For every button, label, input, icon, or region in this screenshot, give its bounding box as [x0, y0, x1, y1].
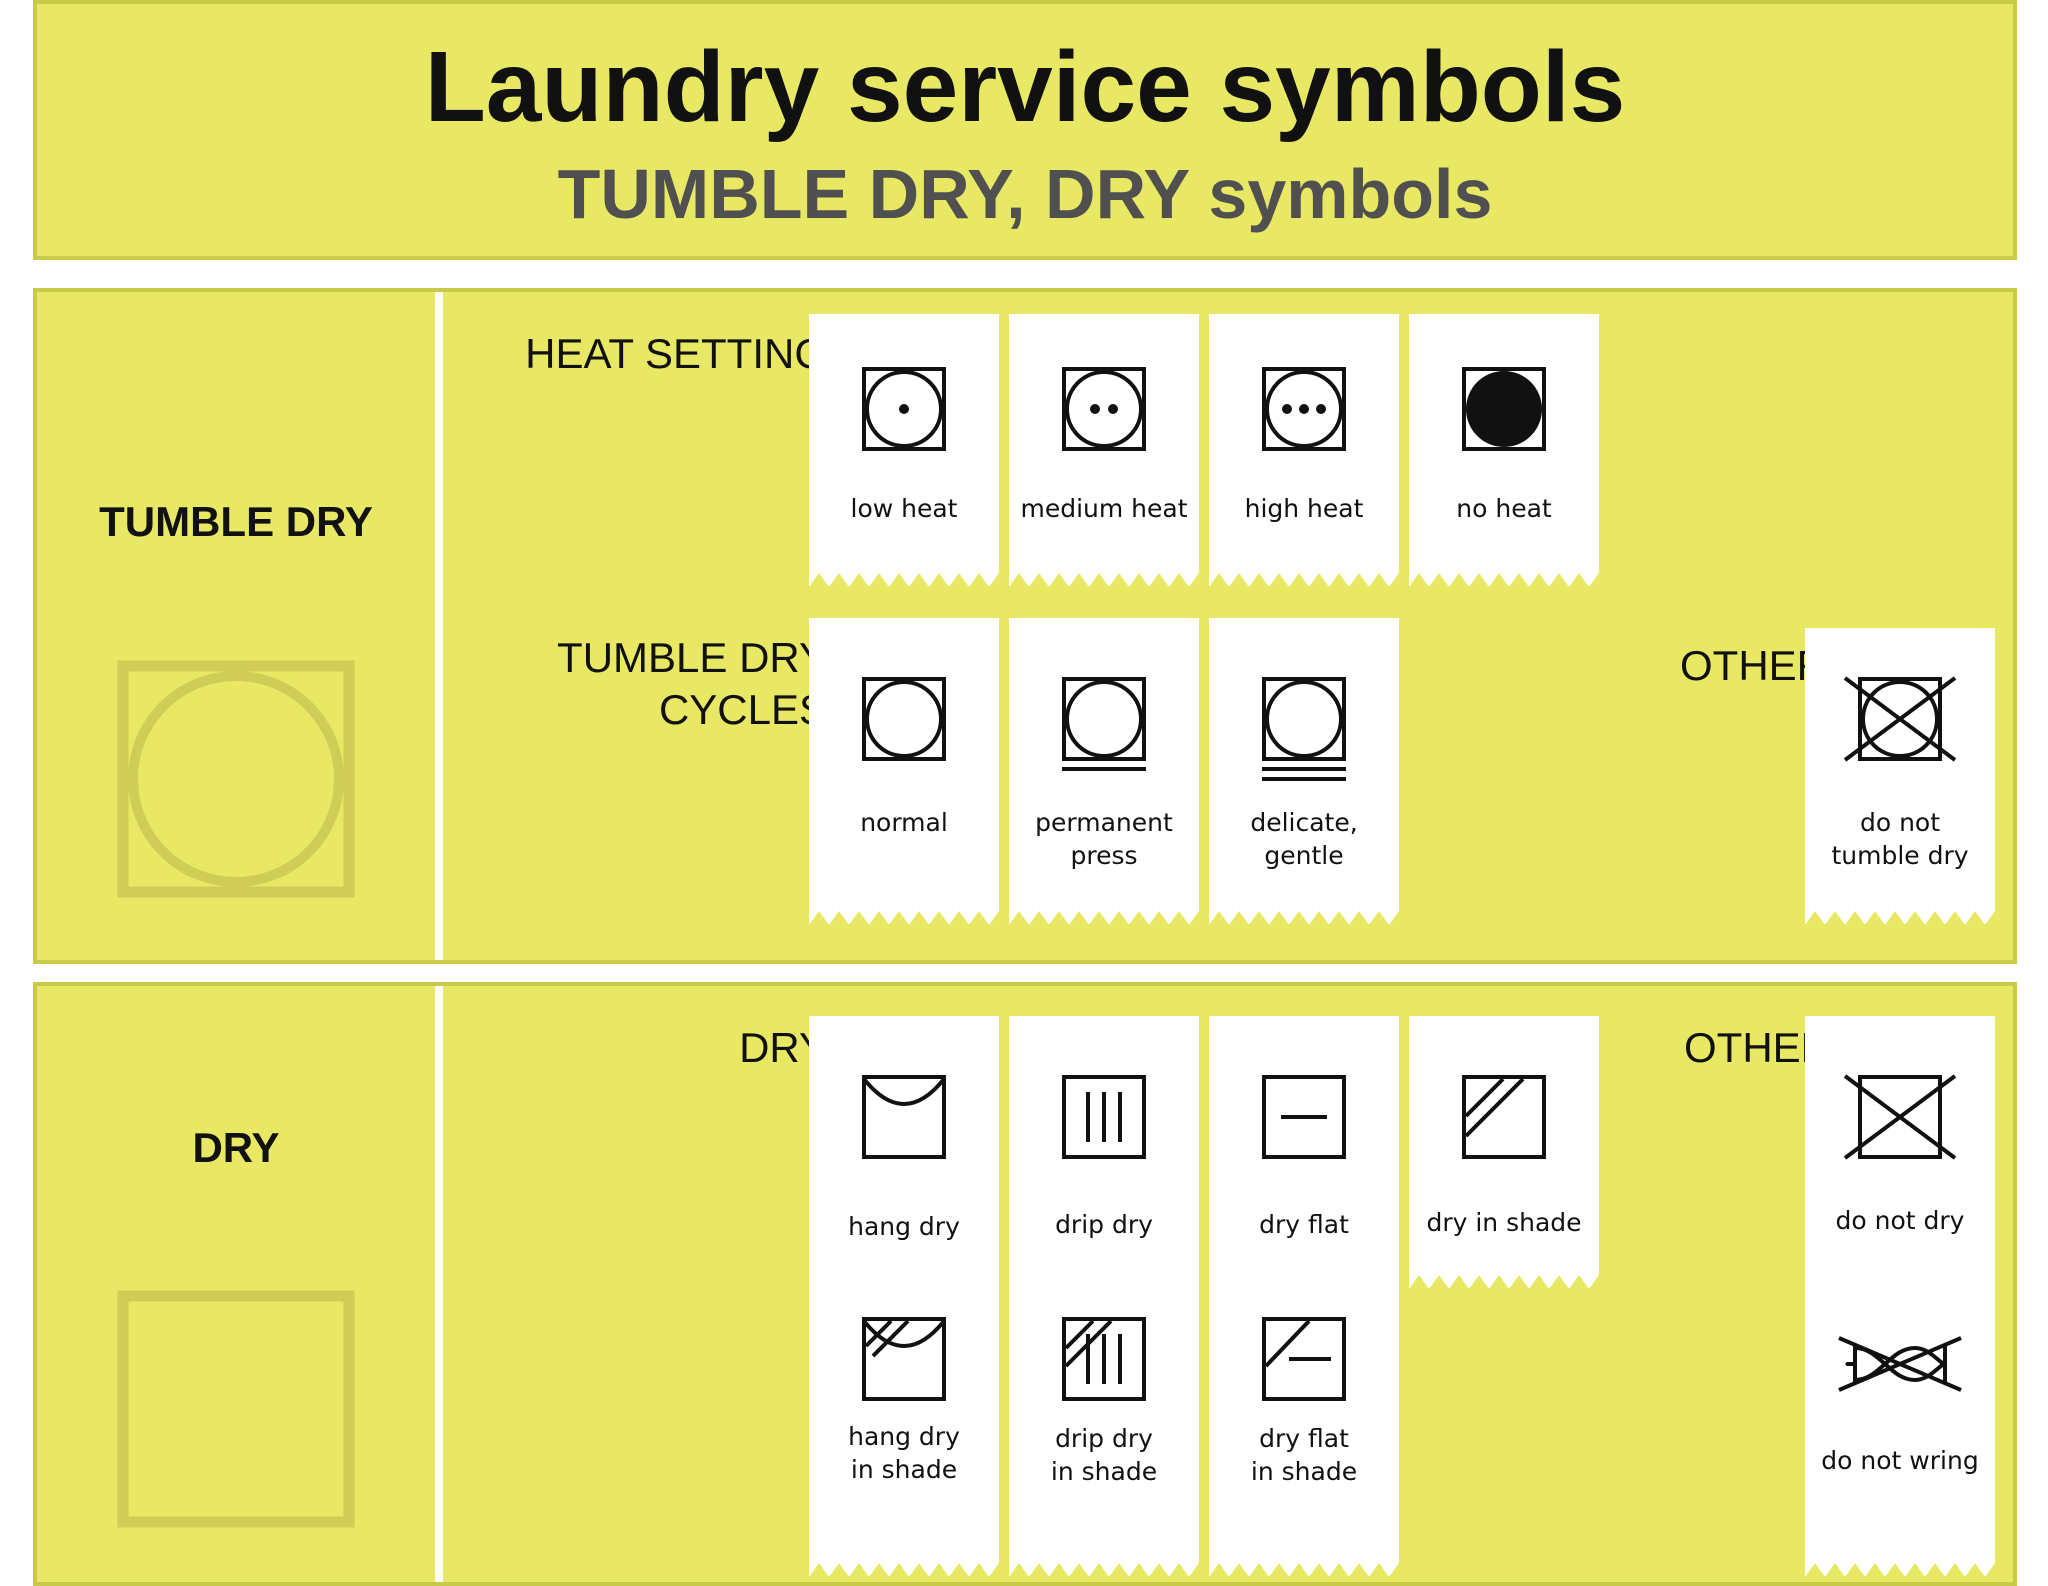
card-label: delicate, gentle [1250, 808, 1358, 870]
page-subtitle: TUMBLE DRY, DRY symbols [557, 155, 1493, 233]
card-no-heat: no heat [1409, 314, 1599, 587]
do-not-dry-icon [1843, 1074, 1957, 1160]
hang-dry-in-shade-icon [862, 1317, 946, 1401]
do-not-tumble-dry-icon [1843, 676, 1957, 762]
dry-in-shade-icon [1462, 1075, 1546, 1159]
tumble-other-label: OTHER [1680, 642, 1827, 689]
card-do-not-tumble-dry: do not tumble dry [1805, 628, 1995, 925]
card-label: dry in shade [1426, 1208, 1582, 1237]
dry-group-label: DRY [739, 1024, 827, 1071]
drip-dry-in-shade-icon [1062, 1317, 1146, 1401]
hang-dry-icon [862, 1075, 946, 1159]
section-divider [435, 292, 443, 960]
tumble-dry-medium-heat-icon [1062, 367, 1146, 451]
section-divider [435, 986, 443, 1582]
card-label: hang dry [848, 1212, 960, 1241]
card-label: do not tumble dry [1831, 808, 1969, 870]
card-normal: normal [809, 618, 999, 925]
card-high-heat: high heat [1209, 314, 1399, 587]
drip-dry-icon [1062, 1075, 1146, 1159]
card-label: hang dry in shade [848, 1422, 960, 1484]
tumble-dry-section: TUMBLE DRY HEAT SETTING TUMBLE DRY CYCLE… [33, 288, 2017, 964]
card-label: medium heat [1020, 494, 1188, 523]
dry-side-title: DRY [192, 1124, 280, 1171]
card-medium-heat: medium heat [1009, 314, 1199, 587]
dry-ghost-icon [117, 1290, 355, 1528]
card-low-heat: low heat [809, 314, 999, 587]
card-label: normal [860, 808, 948, 837]
card-label: dry flat [1259, 1210, 1349, 1239]
dry-section: DRY DRY OTHER hang dry hang dry in shade [33, 982, 2017, 1586]
page-title: Laundry service symbols [424, 31, 1626, 143]
dry-flat-icon [1262, 1075, 1346, 1159]
header-panel: Laundry service symbols TUMBLE DRY, DRY … [33, 0, 2017, 260]
card-hang-dry: hang dry hang dry in shade [809, 1016, 999, 1577]
card-label: do not wring [1821, 1446, 1979, 1475]
card-dry-flat: dry flat dry flat in shade [1209, 1016, 1399, 1577]
card-dry-in-shade: dry in shade [1409, 1016, 1599, 1289]
heat-setting-label: HEAT SETTING [525, 330, 827, 377]
card-label: no heat [1456, 494, 1552, 523]
card-delicate: delicate, gentle [1209, 618, 1399, 925]
tumble-dry-delicate-icon [1262, 677, 1346, 781]
tumble-dry-ghost-icon [117, 660, 355, 898]
tumble-dry-cycles-label: TUMBLE DRY CYCLES [557, 634, 827, 733]
card-drip-dry: drip dry drip dry in shade [1009, 1016, 1199, 1577]
card-label: dry flat in shade [1250, 1424, 1358, 1486]
do-not-wring-icon [1838, 1336, 1962, 1392]
tumble-dry-high-heat-icon [1262, 367, 1346, 451]
card-label: permanent press [1035, 808, 1173, 870]
tumble-dry-side-title: TUMBLE DRY [99, 498, 373, 545]
tumble-dry-no-heat-icon [1462, 367, 1546, 451]
card-dry-other: do not dry do not wring [1805, 1016, 1995, 1577]
card-label: low heat [850, 494, 958, 523]
card-label: do not dry [1835, 1206, 1965, 1235]
tumble-dry-normal-icon [862, 677, 946, 761]
card-label: drip dry [1055, 1210, 1153, 1239]
tumble-dry-permanent-press-icon [1062, 677, 1146, 771]
dry-flat-in-shade-icon [1262, 1317, 1346, 1401]
card-label: high heat [1244, 494, 1364, 523]
card-permanent-press: permanent press [1009, 618, 1199, 925]
card-label: drip dry in shade [1050, 1424, 1158, 1486]
dry-other-label: OTHER [1684, 1024, 1831, 1071]
tumble-dry-low-heat-icon [862, 367, 946, 451]
